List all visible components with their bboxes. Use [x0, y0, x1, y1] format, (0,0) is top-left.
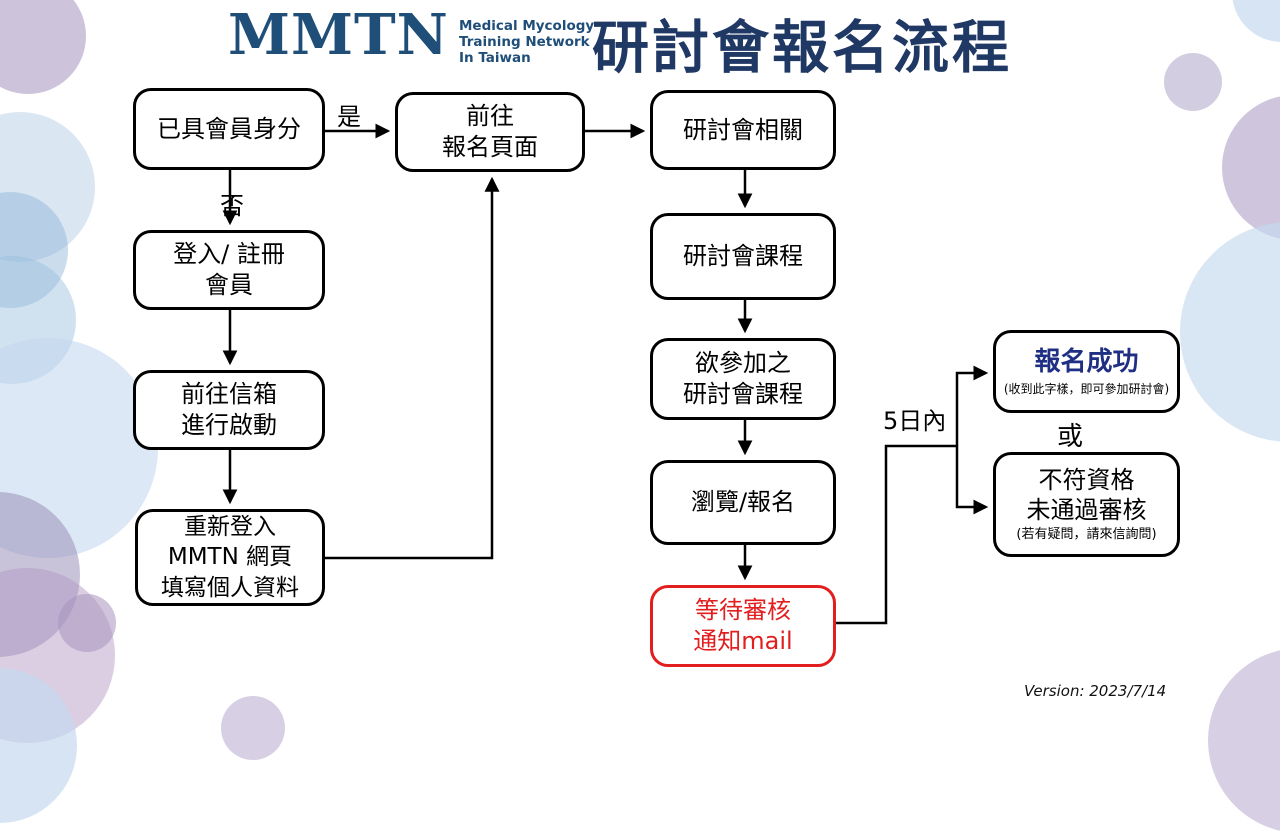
flow-connectors	[222, 123, 989, 625]
node-relogin-profile: 重新登入 MMTN 網頁 填寫個人資料	[135, 509, 325, 606]
node-login-register: 登入/ 註冊 會員	[133, 230, 325, 310]
label-or: 或	[1057, 422, 1084, 452]
decor-circle	[1164, 53, 1222, 111]
label-yes: 是	[337, 103, 361, 131]
mmtn-logo-tagline: Medical Mycology Training Network In Tai…	[459, 18, 595, 66]
success-title: 報名成功	[1034, 347, 1139, 378]
node-desired-course: 欲參加之 研討會課程	[650, 338, 836, 420]
fail-title: 不符資格 未通過審核	[1026, 466, 1147, 525]
node-goto-registration: 前往 報名頁面	[395, 92, 585, 172]
node-seminar-courses: 研討會課程	[650, 213, 836, 300]
page-title: 研討會報名流程	[592, 15, 1012, 81]
edge-junction-to-fail	[955, 446, 989, 515]
node-seminar-related: 研討會相關	[650, 90, 836, 170]
node-wait-review-mail: 等待審核 通知mail	[650, 585, 836, 667]
node-member-status: 已具會員身分	[133, 88, 325, 170]
label-no: 否	[220, 192, 244, 220]
fail-note: (若有疑問，請來信詢問)	[1016, 527, 1157, 543]
version-text: Version: 2023/7/14	[1024, 682, 1167, 700]
node-registration-success: 報名成功 (收到此字樣，即可參加研討會)	[993, 330, 1180, 413]
node-browse-register: 瀏覽/報名	[650, 460, 836, 545]
mmtn-logo: MMTN	[228, 2, 449, 68]
edge-junction-to-success	[955, 365, 989, 446]
node-not-qualified: 不符資格 未通過審核 (若有疑問，請來信詢問)	[993, 452, 1180, 557]
edge-wait-to-junction	[836, 444, 957, 625]
success-note: (收到此字樣，即可參加研討會)	[1003, 381, 1170, 396]
label-within-5-days: 5日內	[883, 407, 947, 435]
edge-relogin-to-goto	[325, 176, 500, 560]
node-mailbox-activate: 前往信箱 進行啟動	[133, 370, 325, 450]
decor-circle	[58, 594, 116, 652]
